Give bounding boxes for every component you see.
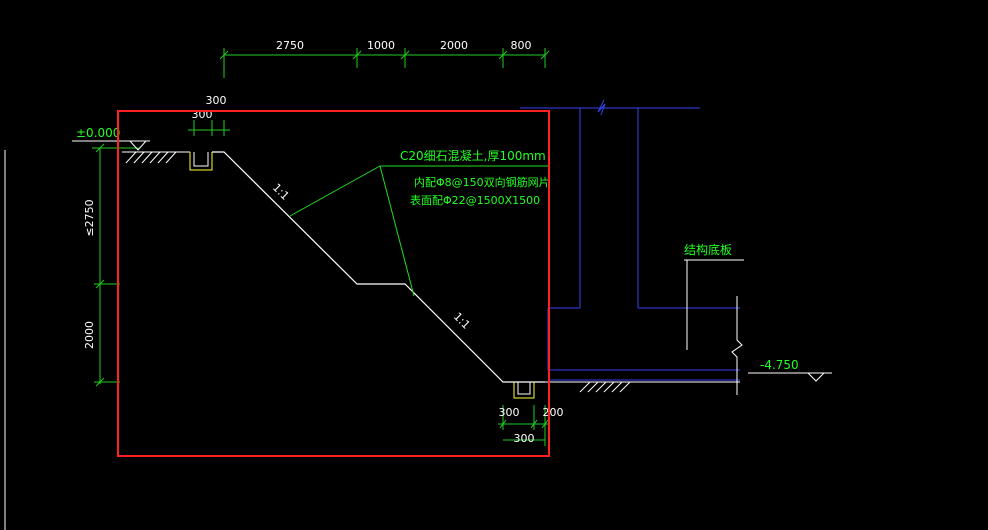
hatch-top-1 (125, 151, 137, 164)
bottom-dim-300-left: 300 (499, 406, 520, 419)
note-leader-upper-slope (289, 165, 381, 217)
left-dim-tick-mid (95, 279, 105, 289)
level-bottom-triangle (807, 372, 825, 382)
bottom-dim-tick-1 (499, 419, 507, 429)
left-dim-tick-top (95, 143, 105, 153)
top-dim-tick-2 (352, 50, 362, 60)
level-top-symbol (72, 140, 150, 151)
top-dim-tick-5 (540, 50, 550, 60)
level-bottom-label: -4.750 (760, 358, 799, 372)
structure-label: 结构底板 (684, 242, 732, 257)
slope-profile-line (212, 151, 545, 383)
left-vertical-dimension (92, 143, 140, 387)
left-vertical-dim-lower: 2000 (83, 321, 96, 349)
slope-label-upper: 1:1 (270, 181, 292, 203)
hatch-bottom-2 (587, 381, 599, 393)
level-top-label: ±0.000 (76, 126, 120, 140)
hatch-bottom-1 (579, 381, 591, 393)
top-small-dim-lower: 300 (192, 108, 213, 121)
hatch-bottom-3 (595, 381, 607, 393)
note-leader (289, 165, 550, 297)
slope-label-lower: 1:1 (451, 310, 473, 332)
bottom-ditch-inner (517, 382, 531, 395)
hatch-top-6 (165, 151, 177, 164)
hatch-top-2 (133, 151, 145, 164)
top-small-dimension (188, 120, 230, 136)
note-line-2: 内配Φ8@150双向钢筋网片 (414, 175, 550, 189)
left-vertical-dim-upper: ≤2750 (83, 199, 96, 236)
structure-right-break-line (731, 296, 743, 395)
top-dim-label-1: 2750 (276, 39, 304, 52)
hatch-top-5 (157, 151, 169, 164)
hatch-top-4 (149, 151, 161, 164)
top-dim-label-3: 2000 (440, 39, 468, 52)
structure-outline (520, 99, 740, 381)
level-bottom-symbol (748, 372, 832, 382)
hatch-bottom-4 (603, 381, 615, 393)
top-dim-label-2: 1000 (367, 39, 395, 52)
hatch-top-3 (141, 151, 153, 164)
top-ditch-outer (189, 152, 213, 171)
bottom-ditch-outer (513, 382, 535, 399)
top-ditch-inner (193, 152, 209, 167)
bottom-small-dimension (498, 405, 549, 446)
top-small-dim-upper: 300 (206, 94, 227, 107)
ground-hatch-top (122, 151, 190, 164)
bottom-dim-tick-2 (530, 419, 538, 429)
structure-base-slab-top (547, 307, 740, 371)
bottom-dim-200: 200 (543, 406, 564, 419)
top-dim-tick-4 (498, 50, 508, 60)
structure-break-mark (597, 99, 606, 116)
top-dim-tick-3 (400, 50, 410, 60)
left-dim-tick-bottom (95, 377, 105, 387)
note-line-1: C20细石混凝土,厚100mm (400, 148, 546, 163)
hatch-bottom-6 (619, 381, 631, 393)
selection-rectangle[interactable] (117, 110, 550, 457)
level-top-triangle (129, 140, 147, 151)
hatch-bottom-5 (611, 381, 623, 393)
top-drainage-ditch (189, 152, 213, 171)
top-dim-tick-1 (219, 50, 229, 60)
top-dim-label-4: 800 (511, 39, 532, 52)
ground-hatch-bottom (545, 381, 740, 393)
bottom-dim-300-under: 300 (514, 432, 535, 445)
top-dimension-chain (219, 48, 550, 78)
bottom-drainage-ditch (513, 382, 535, 399)
note-line-3: 表面配Φ22@1500X1500 (410, 193, 540, 207)
note-leader-lower-slope (379, 165, 415, 297)
bottom-dim-tick-3 (541, 419, 549, 429)
